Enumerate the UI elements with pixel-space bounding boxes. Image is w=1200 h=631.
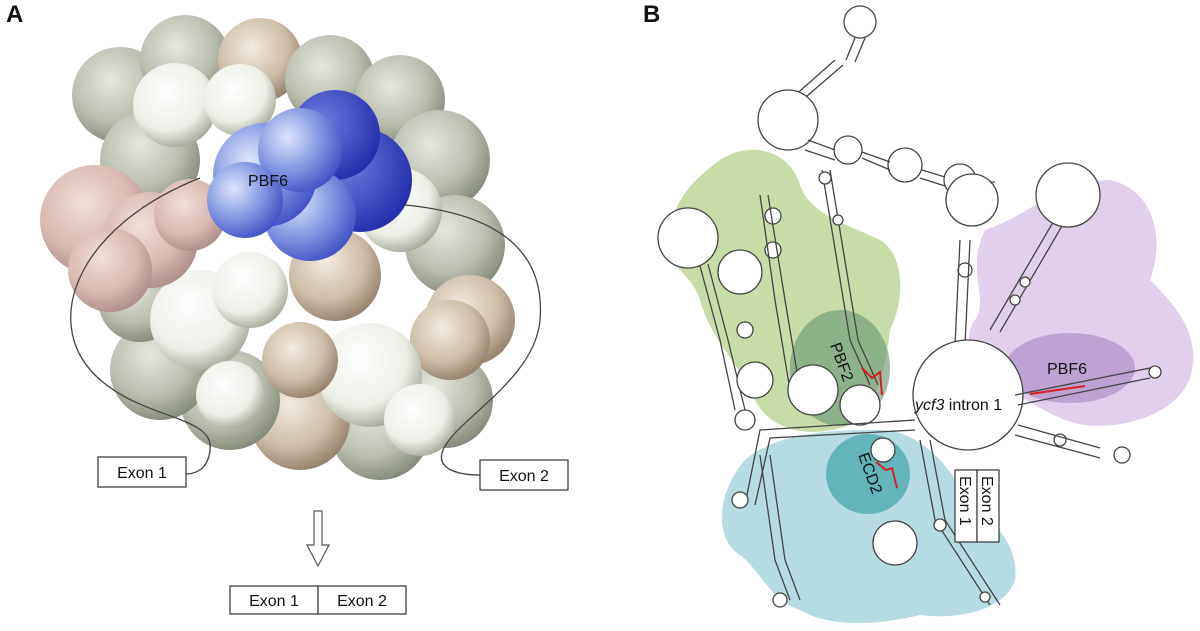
spliced-exon1-label: Exon 1 xyxy=(249,593,299,610)
intron-structure xyxy=(657,5,1162,608)
exon1-label-b: Exon 1 xyxy=(956,476,973,526)
exon2-box-b xyxy=(976,469,1000,543)
ecd2-region xyxy=(721,430,1016,624)
exon2-box xyxy=(479,459,569,491)
intron-label: ycf3 intron 1 xyxy=(914,397,1002,414)
panel-b: B xyxy=(643,1,1194,624)
intron-line-left xyxy=(70,177,211,475)
protein-complex xyxy=(40,15,515,480)
spliced-exon2-box xyxy=(317,585,407,615)
exon1-box xyxy=(97,456,187,488)
ecd2-splice-mark xyxy=(875,461,898,489)
panel-a-letter: A xyxy=(6,1,23,28)
spliced-exon2-label: Exon 2 xyxy=(337,593,387,610)
intron-label-rest: intron 1 xyxy=(944,397,1002,414)
pbf6-label: PBF6 xyxy=(248,173,288,190)
intron-label-italic: ycf3 xyxy=(914,397,944,414)
intron-line-right xyxy=(404,204,542,476)
splicing-arrow-icon xyxy=(306,510,330,568)
pbf6-label-b: PBF6 xyxy=(1047,361,1087,378)
exon2-label-b: Exon 2 xyxy=(978,476,995,526)
pbf6-splice-mark xyxy=(1029,385,1086,395)
spliced-exon1-box xyxy=(229,585,319,615)
exon1-label: Exon 1 xyxy=(117,465,167,482)
panel-a: A xyxy=(6,1,569,615)
pbf6-core xyxy=(1005,333,1135,403)
panel-b-letter: B xyxy=(643,1,660,28)
exon2-label: Exon 2 xyxy=(499,468,549,485)
pbf2-splice-mark xyxy=(861,367,883,396)
